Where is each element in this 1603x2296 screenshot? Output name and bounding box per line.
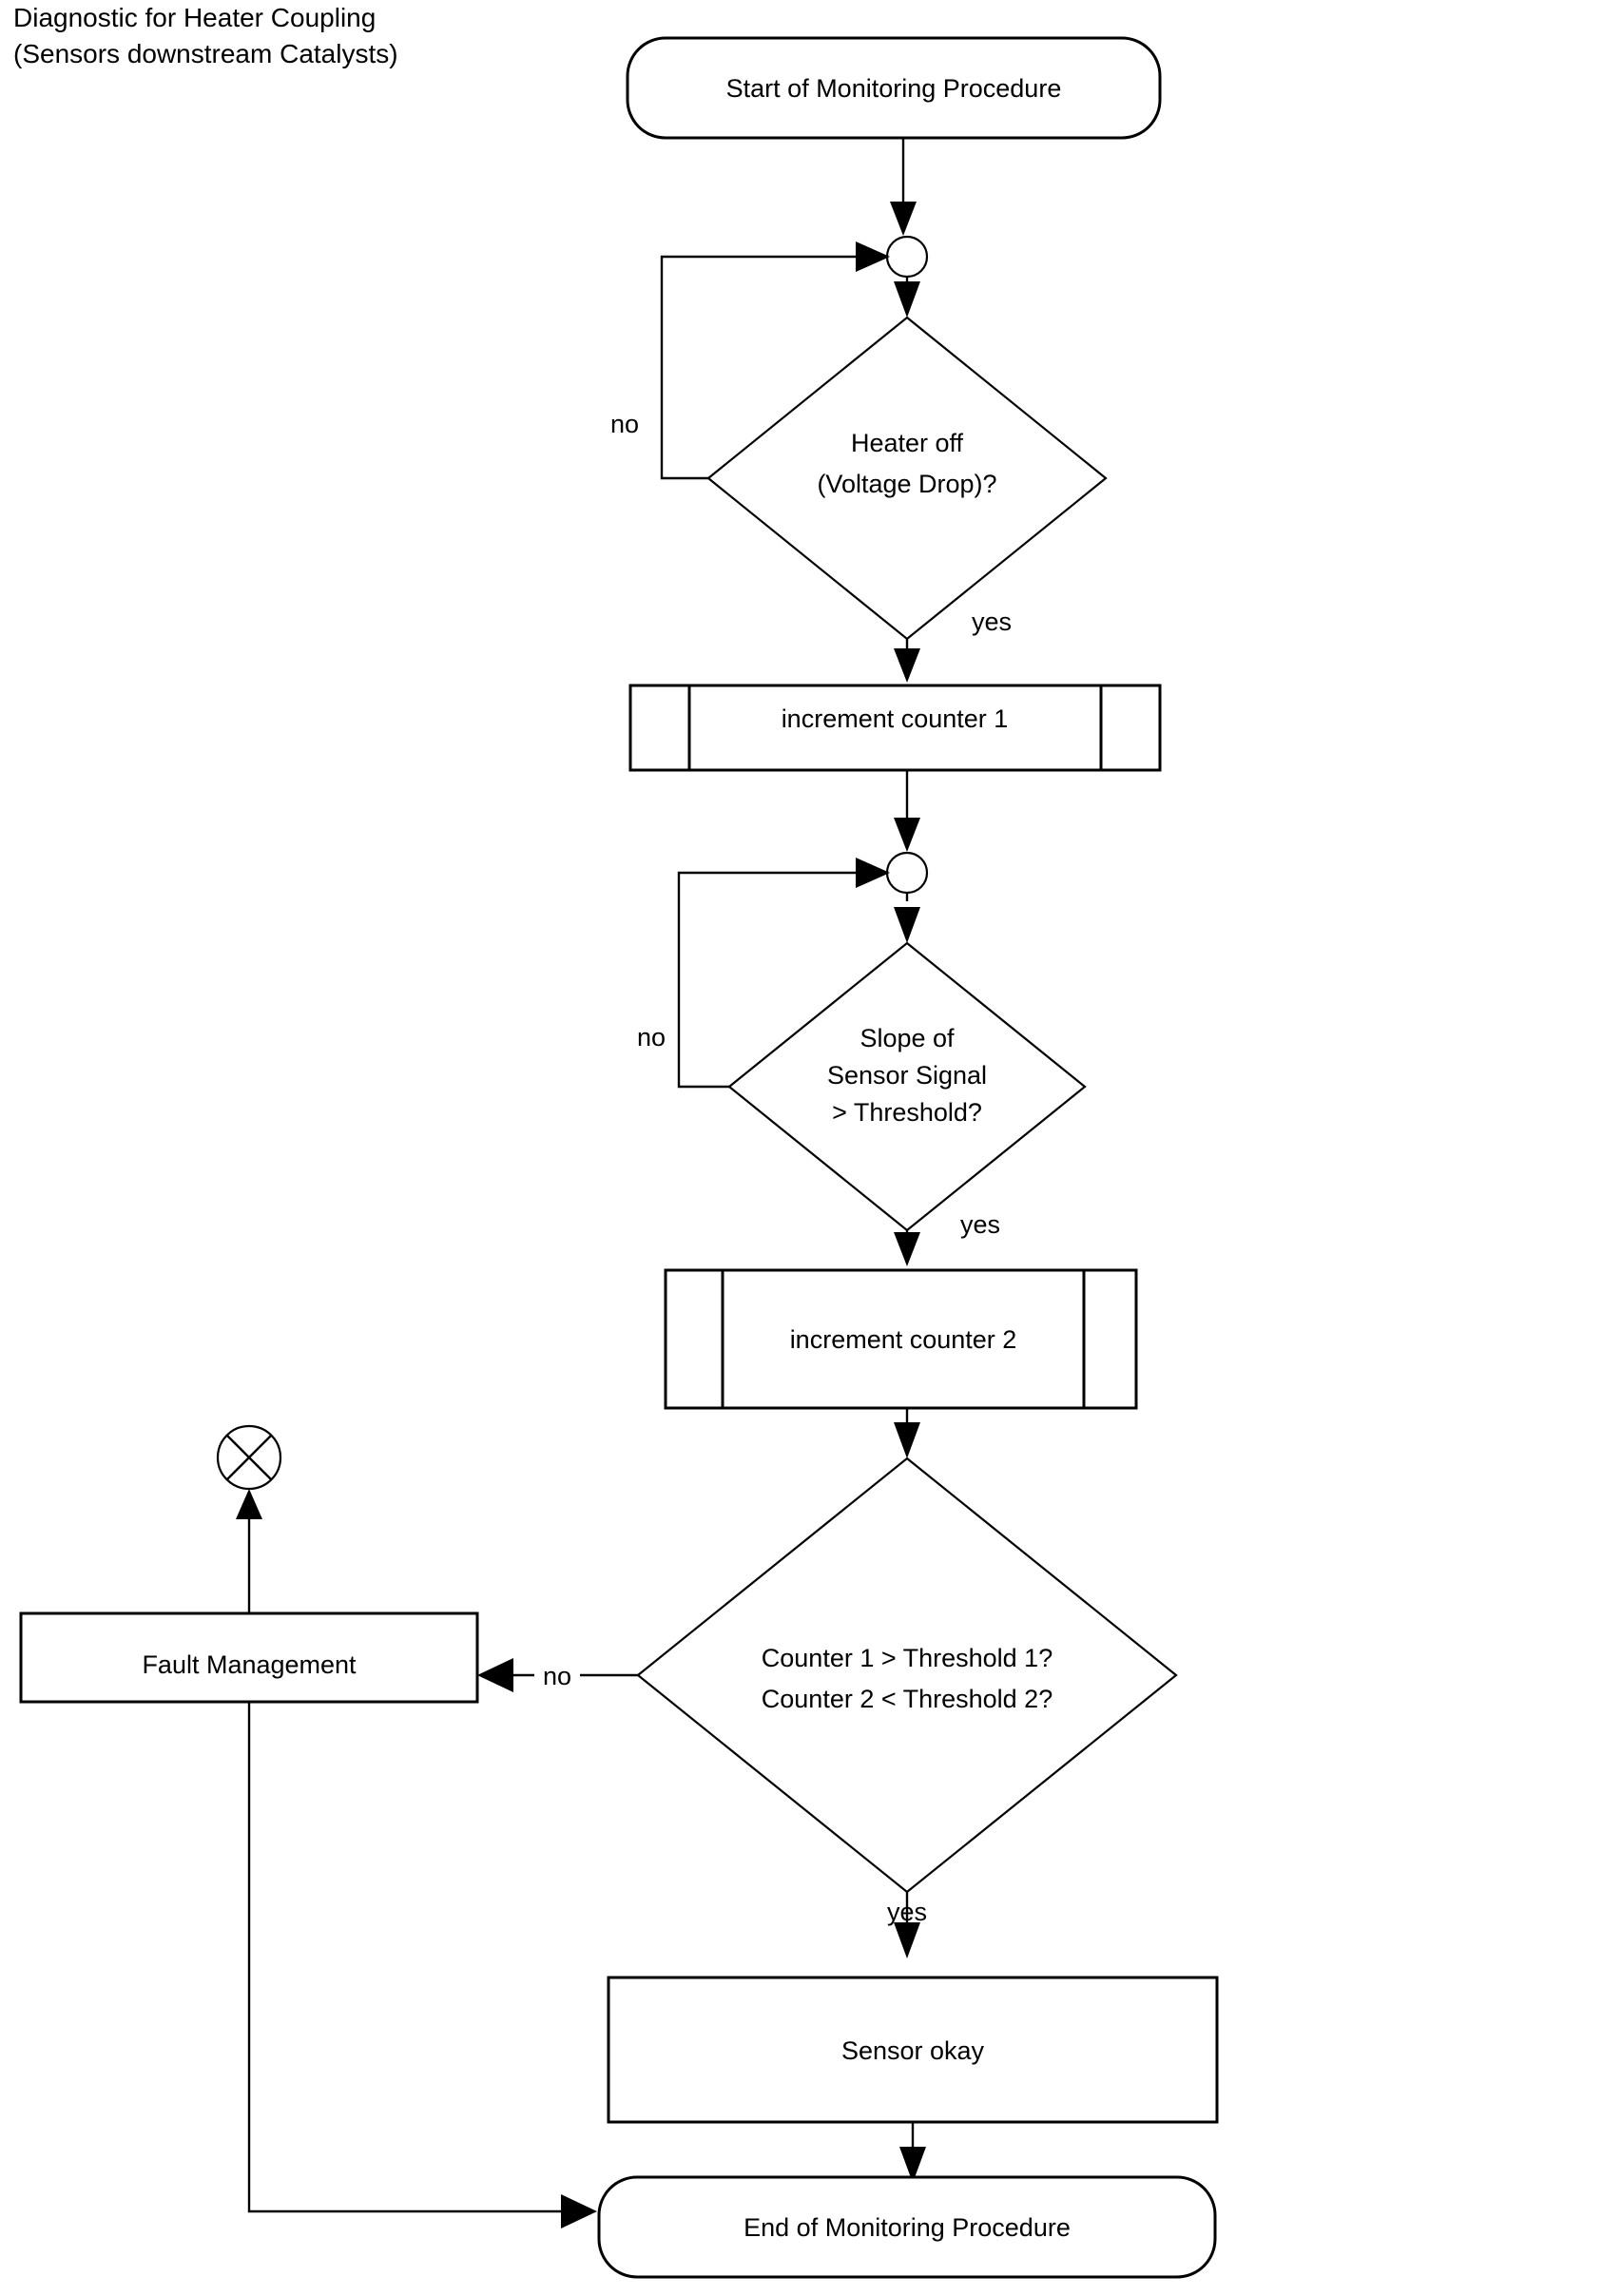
- arrowhead-left: [477, 1658, 513, 1692]
- end-label: End of Monitoring Procedure: [744, 2213, 1071, 2242]
- arrowhead-down: [894, 648, 920, 683]
- arrowhead-down: [894, 907, 920, 943]
- edge-process2-to-decision3: [894, 1408, 920, 1458]
- start-shape: [626, 36, 1162, 140]
- junction1-circle: [885, 235, 929, 279]
- decision3-line-1: Counter 1 > Threshold 1?: [762, 1644, 1053, 1672]
- node-end[interactable]: End of Monitoring Procedure: [597, 2175, 1217, 2279]
- abort-cross-line-2: [226, 1435, 272, 1480]
- node-process1[interactable]: increment counter 1: [628, 684, 1162, 772]
- arrowhead-down: [890, 202, 917, 236]
- edge-decision2-no-loop: no: [637, 858, 890, 1089]
- node-abort-terminator: [216, 1424, 282, 1491]
- node-start[interactable]: Start of Monitoring Procedure: [626, 36, 1162, 140]
- arrowhead-right: [561, 2194, 597, 2228]
- node-junction2: [885, 851, 929, 895]
- edge-decision2-yes: yes: [894, 1210, 1000, 1266]
- diagram-title: Diagnostic for Heater Coupling (Sensors …: [13, 3, 398, 68]
- arrowhead-up: [236, 1489, 262, 1519]
- process2-label: increment counter 2: [790, 1325, 1017, 1354]
- edge-label-decision1-no: no: [610, 410, 639, 438]
- arrowhead-down: [899, 2147, 926, 2183]
- node-decision3[interactable]: Counter 1 > Threshold 1? Counter 2 < Thr…: [636, 1457, 1178, 1894]
- arrowhead-right: [856, 241, 890, 272]
- arrowhead-down: [894, 1232, 920, 1266]
- node-fault-management[interactable]: Fault Management: [19, 1611, 479, 1704]
- edge-decision3-yes: yes: [887, 1892, 927, 1958]
- arrowhead-down: [894, 1422, 920, 1458]
- edge-sensor-okay-to-end: [899, 2122, 926, 2183]
- edge-fault-to-abort: [236, 1489, 262, 1613]
- node-decision1[interactable]: Heater off (Voltage Drop)?: [706, 316, 1108, 641]
- edge-start-to-junction1: [890, 138, 917, 236]
- process2-shape: [664, 1268, 1138, 1410]
- process1-label: increment counter 1: [782, 704, 1009, 733]
- decision3-line-2: Counter 2 < Threshold 2?: [762, 1685, 1053, 1713]
- decision2-line-2: Sensor Signal: [827, 1061, 987, 1090]
- arrowhead-down: [894, 818, 920, 852]
- sensor-okay-shape: [607, 1976, 1219, 2124]
- arrowhead-down: [894, 281, 920, 318]
- end-shape: [597, 2175, 1217, 2279]
- decision1-line-2: (Voltage Drop)?: [817, 470, 996, 498]
- edge-process1-to-junction2: [894, 770, 920, 852]
- fault-management-label: Fault Management: [142, 1650, 357, 1679]
- decision3-diamond: [636, 1457, 1178, 1894]
- edge-label-decision3-no: no: [543, 1662, 571, 1690]
- start-label: Start of Monitoring Procedure: [726, 74, 1062, 103]
- edge-junction1-to-decision1: [894, 277, 920, 318]
- arrowhead-down: [894, 1922, 920, 1958]
- decision2-line-3: > Threshold?: [832, 1098, 982, 1127]
- node-process2[interactable]: increment counter 2: [664, 1268, 1138, 1410]
- edge-junction2-to-decision2: [894, 893, 920, 943]
- junction2-circle: [885, 851, 929, 895]
- node-decision2[interactable]: Slope of Sensor Signal > Threshold?: [727, 941, 1087, 1232]
- edge-decision1-yes: yes: [894, 608, 1012, 683]
- edge-decision3-no: no: [477, 1658, 638, 1692]
- edge-label-decision3-yes: yes: [887, 1898, 927, 1926]
- node-sensor-okay[interactable]: Sensor okay: [607, 1976, 1219, 2124]
- edge-fault-to-end: [247, 1702, 597, 2228]
- edge-label-decision2-no: no: [637, 1023, 666, 1052]
- title-line-1: Diagnostic for Heater Coupling: [13, 3, 376, 32]
- node-junction1: [885, 235, 929, 279]
- edge-label-decision1-yes: yes: [972, 608, 1012, 636]
- title-line-2: (Sensors downstream Catalysts): [13, 39, 398, 68]
- decision2-line-1: Slope of: [859, 1024, 955, 1052]
- edge-label-decision2-yes: yes: [960, 1210, 1000, 1239]
- decision1-line-1: Heater off: [851, 429, 964, 457]
- arrowhead-right: [856, 858, 890, 888]
- sensor-okay-label: Sensor okay: [841, 2036, 985, 2065]
- process1-shape: [628, 684, 1162, 772]
- edge-decision1-no-loop: no: [610, 241, 890, 480]
